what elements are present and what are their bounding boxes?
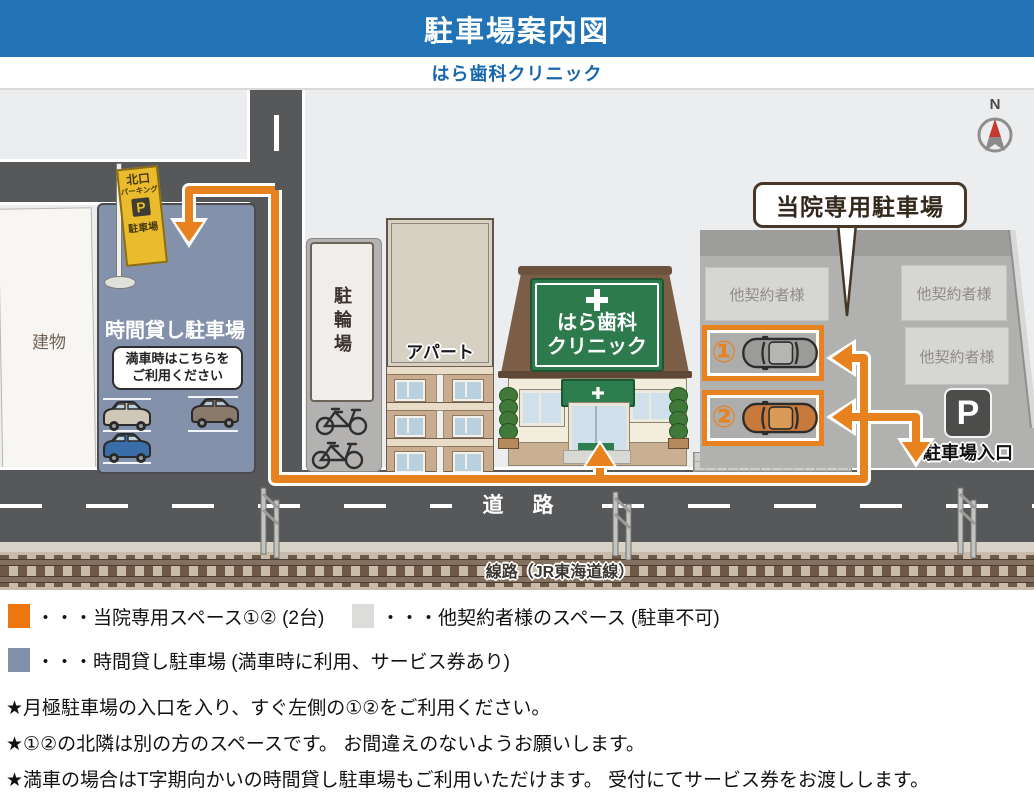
legend-text-other: ・・・他契約者様のスペース (駐車不可) [381, 608, 720, 629]
clinic-name-subtitle: はら歯科クリニック [431, 63, 603, 84]
flag-line3: 駐車場 [127, 221, 159, 236]
space-number-2: ② [711, 401, 737, 434]
building-label: 建物 [32, 333, 66, 352]
apartment-label: アパート [406, 343, 474, 362]
clinic-sign-line2: クリニック [547, 336, 647, 358]
clinic-sign: はら歯科 クリニック [530, 278, 664, 372]
bicycle-icon [311, 441, 364, 470]
bush-icon [498, 387, 519, 449]
legend: ・・・当院専用スペース①② (2台) ・・・他契約者様のスペース (駐車不可) … [0, 590, 1034, 685]
dedicated-lot-bubble: 当院専用駐車場 [753, 182, 967, 228]
car-icon [103, 401, 151, 431]
note-line: ★満車の場合はT字期向かいの時間貸し駐車場もご利用いただけます。 受付にてサービ… [6, 770, 930, 791]
apartment-floor [386, 366, 494, 405]
other-contractor-label: 他契約者様 [729, 286, 805, 304]
legend-text-dedicated: ・・・当院専用スペース①② (2台) [36, 608, 325, 629]
road-label: 道 路 [452, 489, 588, 519]
rail-top [0, 559, 1034, 566]
private-lot-wall [700, 230, 1012, 256]
parking-map: 建物 道 路 線路（JR東海道線） 時間貸し駐車場 満車時はこちらを ご利用くだ… [0, 88, 1034, 590]
page-title: 駐車場案内図 [423, 15, 610, 48]
north-label: N [989, 96, 1001, 113]
clinic-window [520, 390, 564, 426]
apartment-floor [386, 402, 494, 441]
compass-icon [977, 117, 1013, 153]
apartment-floor [386, 438, 494, 477]
reserved-space-2: ② [702, 390, 824, 446]
car-top-icon [742, 335, 818, 371]
entrance-p-icon: P [946, 390, 990, 436]
railway-label: 線路（JR東海道線） [485, 564, 635, 581]
legend-swatch-other [352, 604, 374, 628]
road-dash-vertical [274, 115, 279, 151]
rail-bottom [0, 576, 1034, 583]
note-line: ★①②の北隣は別の方のスペースです。 お間違えのないようお願いします。 [6, 734, 645, 755]
flag-p-letter: P [135, 198, 147, 216]
header-bar: 駐車場案内図 [0, 0, 1034, 57]
dedicated-lot-bubble-label: 当院専用駐車場 [776, 194, 944, 220]
clinic-sign-line1: はら歯科 [557, 312, 637, 334]
bicycle-icon [315, 407, 368, 436]
space-number-1: ① [711, 336, 737, 369]
legend-swatch-dedicated [8, 604, 30, 628]
railway [0, 552, 1034, 590]
hourly-note-line1: 満車時はこちらを [125, 351, 230, 366]
legend-swatch-hourly [8, 648, 30, 672]
other-contractor-label: 他契約者様 [919, 348, 995, 366]
parking-line [103, 398, 151, 400]
clinic-door [569, 403, 629, 456]
other-contractor-space: 他契約者様 [706, 268, 828, 320]
cross-icon [586, 289, 608, 311]
rail-shoulder [0, 542, 1034, 552]
car-icon [103, 433, 151, 463]
car-top-icon [742, 400, 818, 436]
note-line: ★月極駐車場の入口を入り、すぐ左側の①②をご利用ください。 [6, 698, 551, 719]
flag-p-icon: P [131, 197, 151, 218]
bush-icon [668, 387, 689, 449]
subheader-bar: はら歯科クリニック [0, 57, 1034, 88]
hourly-note-line2: ご利用ください [131, 367, 223, 383]
notes: ★月極駐車場の入口を入り、すぐ左側の①②をご利用ください。 ★①②の北隣は別の方… [0, 685, 1034, 792]
legend-text-hourly: ・・・時間貸し駐車場 (満車時に利用、サービス券あり) [36, 652, 510, 673]
clinic-eave [498, 371, 692, 378]
car-icon [191, 398, 239, 428]
parking-line [188, 430, 238, 432]
clinic-roof-ridge [518, 266, 672, 275]
parking-line [103, 430, 151, 432]
entrance-label: 駐車場入口 [923, 443, 1013, 463]
parking-line [188, 396, 238, 398]
other-contractor-space: 他契約者様 [902, 266, 1006, 320]
entrance-p-letter: P [956, 393, 980, 432]
other-contractor-label: 他契約者様 [916, 285, 992, 303]
cross-icon [592, 387, 604, 399]
reserved-space-1: ① [702, 325, 824, 381]
bicycle-area-label: 駐輪場 [332, 286, 352, 358]
hourly-parking-note: 満車時はこちらを ご利用ください [112, 346, 243, 390]
clinic-step [563, 450, 631, 464]
parking-line [103, 462, 151, 464]
hourly-parking-title: 時間貸し駐車場 [105, 320, 245, 342]
other-contractor-space: 他契約者様 [906, 328, 1008, 384]
flag-base [104, 276, 136, 289]
bicycle-area-sign: 駐輪場 [310, 242, 374, 402]
